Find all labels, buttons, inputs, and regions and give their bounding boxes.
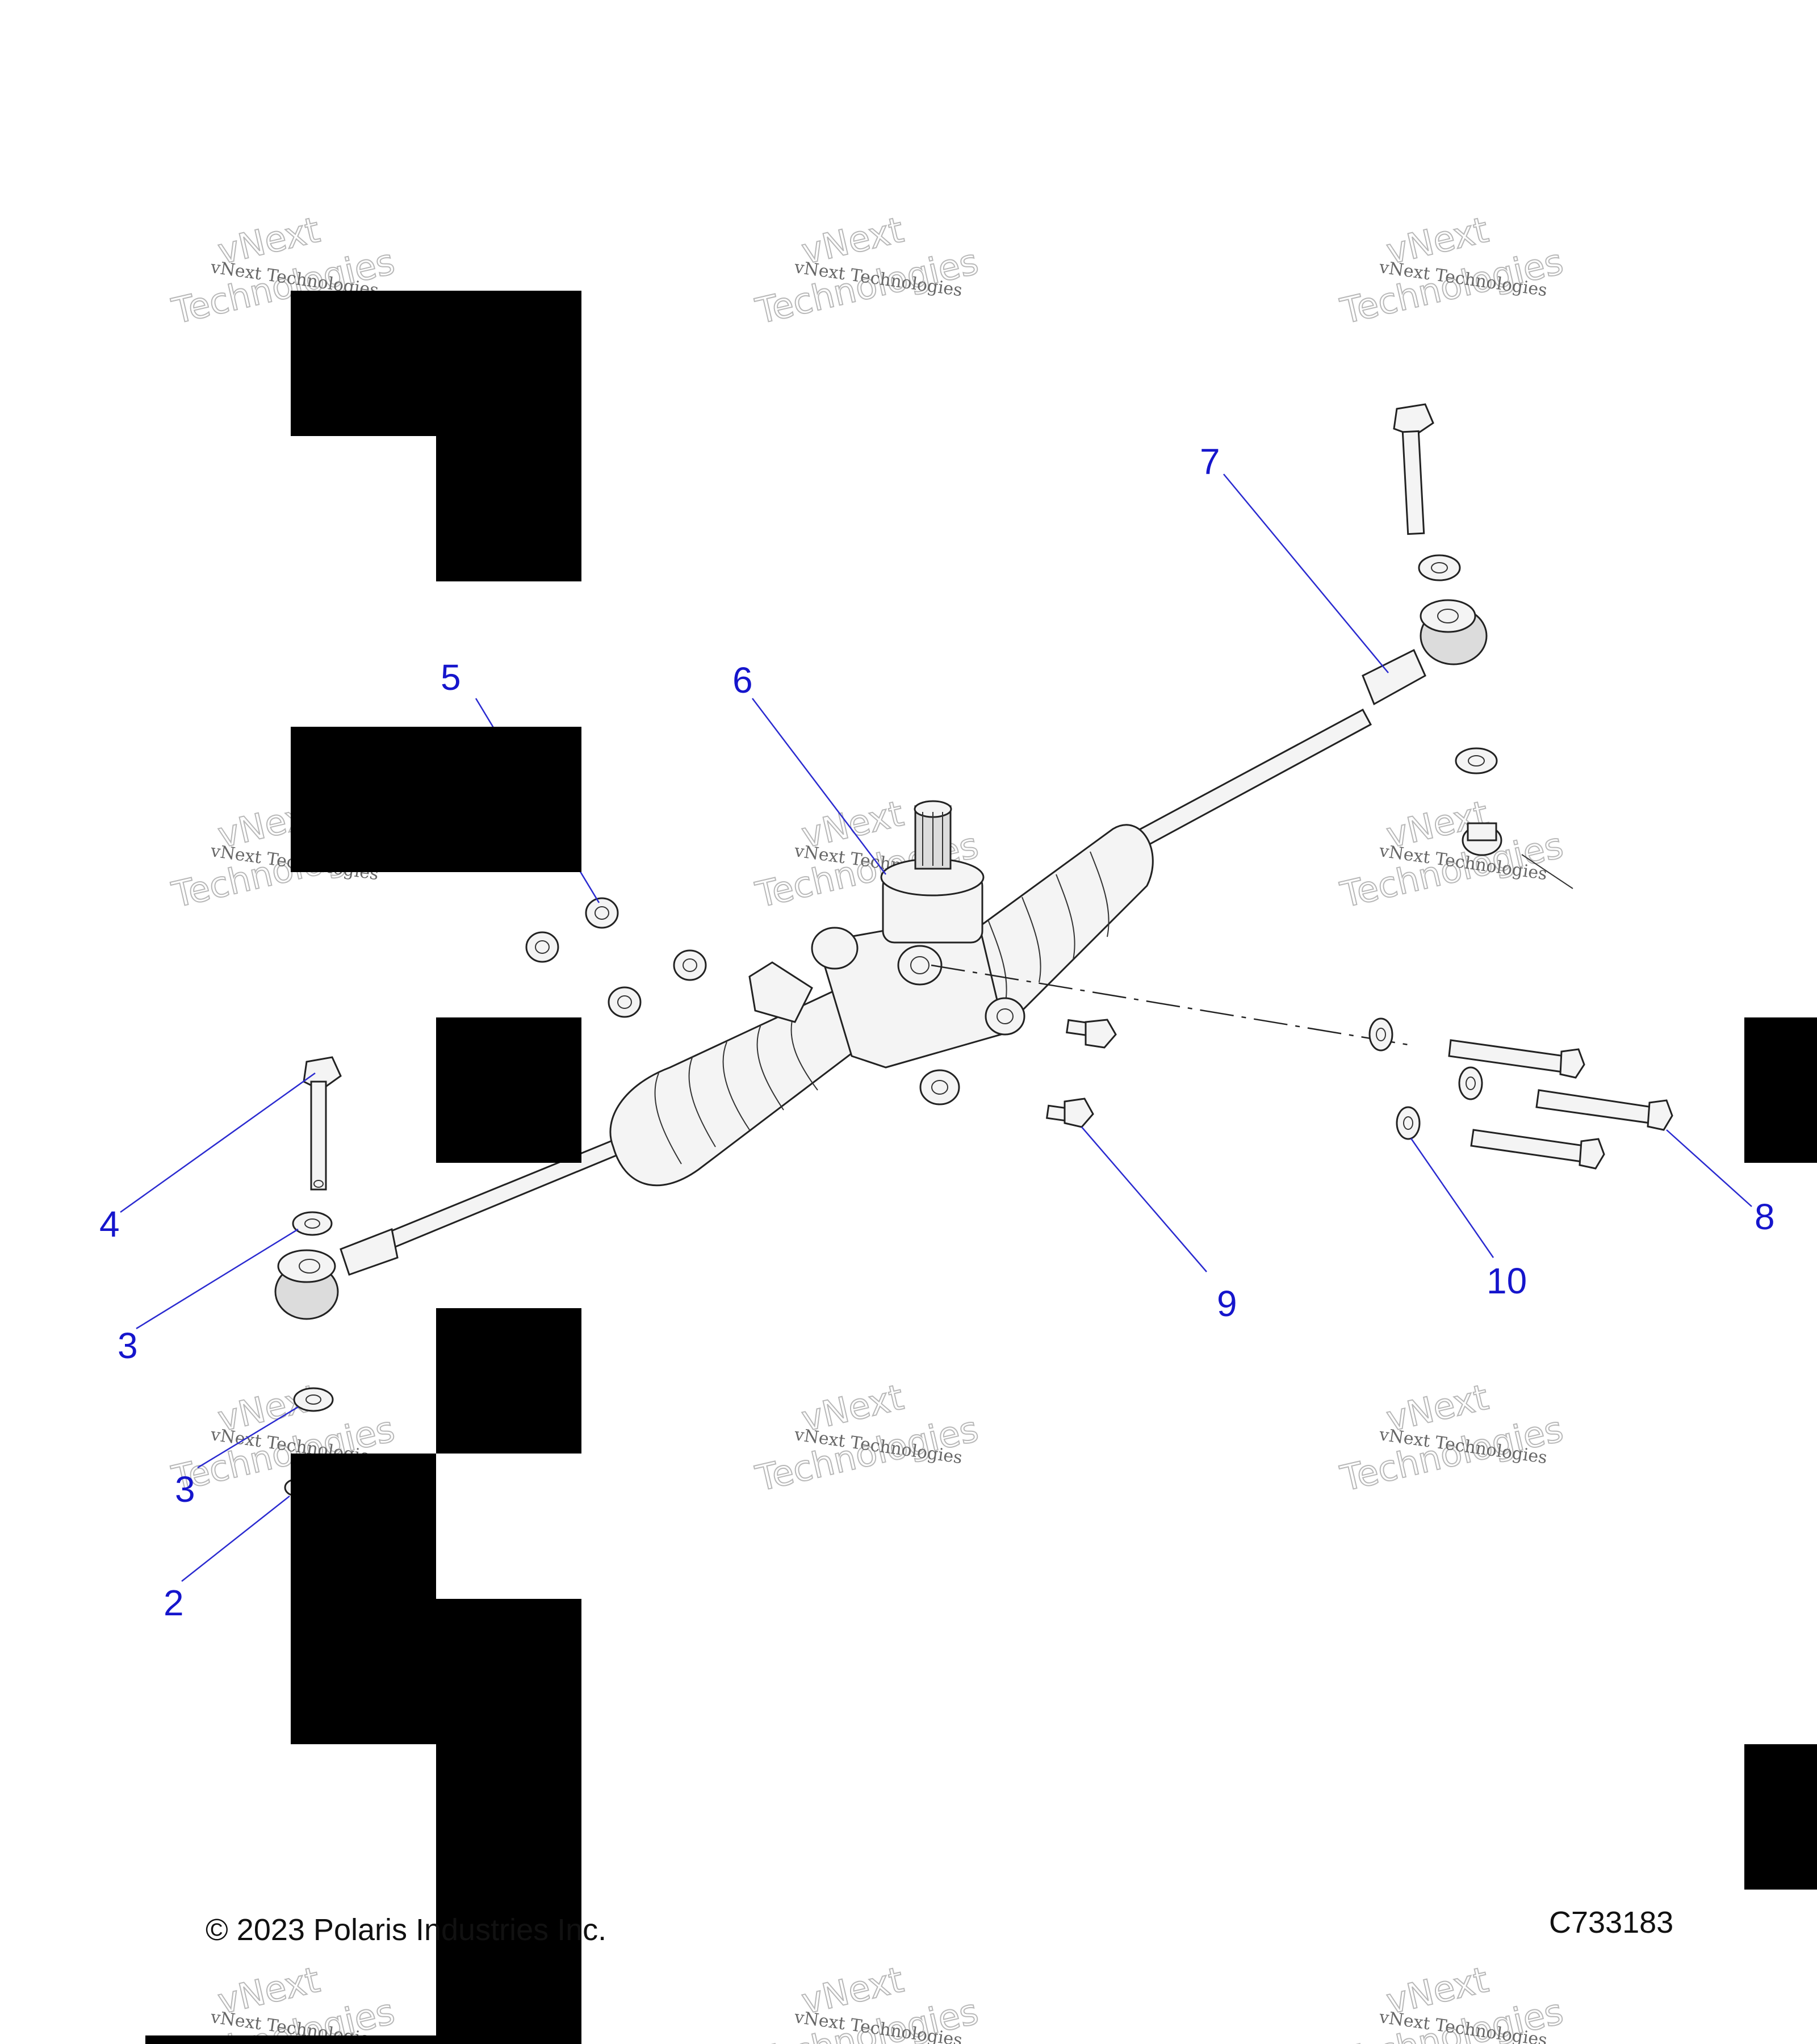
callout-8: 8 [1755, 1196, 1775, 1237]
diagram-code: C733183 [1549, 1905, 1674, 1940]
mounting-bolts [1448, 1039, 1673, 1170]
leader-8 [1666, 1129, 1752, 1207]
callout-4: 4 [99, 1204, 120, 1245]
flange-bolt-upper [1066, 1019, 1117, 1049]
leader-4 [120, 1072, 316, 1213]
mounting-nuts [525, 897, 707, 1018]
callout-numbers: 5 6 7 4 3 3 2 9 10 8 [99, 441, 1775, 1623]
flange-bolt-lower [1045, 1098, 1094, 1128]
leader-10 [1410, 1138, 1494, 1258]
copyright-notice: © 2023 Polaris Industries Inc. [206, 1913, 607, 1947]
washer-upper-left [292, 1211, 333, 1236]
callout-3-lower: 3 [175, 1469, 195, 1510]
redaction-blocks [145, 291, 1817, 2044]
assembly-centerline [931, 964, 1409, 1046]
callout-3-upper: 3 [118, 1325, 138, 1366]
tie-rod-right [1129, 599, 1488, 852]
leader-9 [1081, 1126, 1207, 1272]
lock-nut-right [1462, 822, 1573, 889]
washer-lower-left [293, 1387, 334, 1412]
mount-washers [1368, 1017, 1483, 1140]
leader-2 [181, 1496, 290, 1582]
tie-rod-bolt-right [1393, 403, 1434, 535]
callout-2: 2 [164, 1582, 184, 1623]
callout-9: 9 [1217, 1283, 1237, 1324]
leader-3a [136, 1228, 299, 1330]
tie-rod-bolt-left [303, 1056, 342, 1191]
bellows-boot-left [609, 983, 876, 1187]
callout-7: 7 [1200, 441, 1220, 482]
leader-6 [752, 698, 886, 875]
washer-upper-right [1418, 554, 1461, 581]
callout-10: 10 [1487, 1260, 1527, 1301]
steering-gear-housing [748, 800, 1025, 1105]
washer-lower-right [1455, 747, 1498, 774]
leader-7 [1223, 474, 1389, 673]
callout-6: 6 [732, 660, 753, 701]
callout-5: 5 [441, 657, 461, 698]
leader-3b [197, 1406, 299, 1469]
